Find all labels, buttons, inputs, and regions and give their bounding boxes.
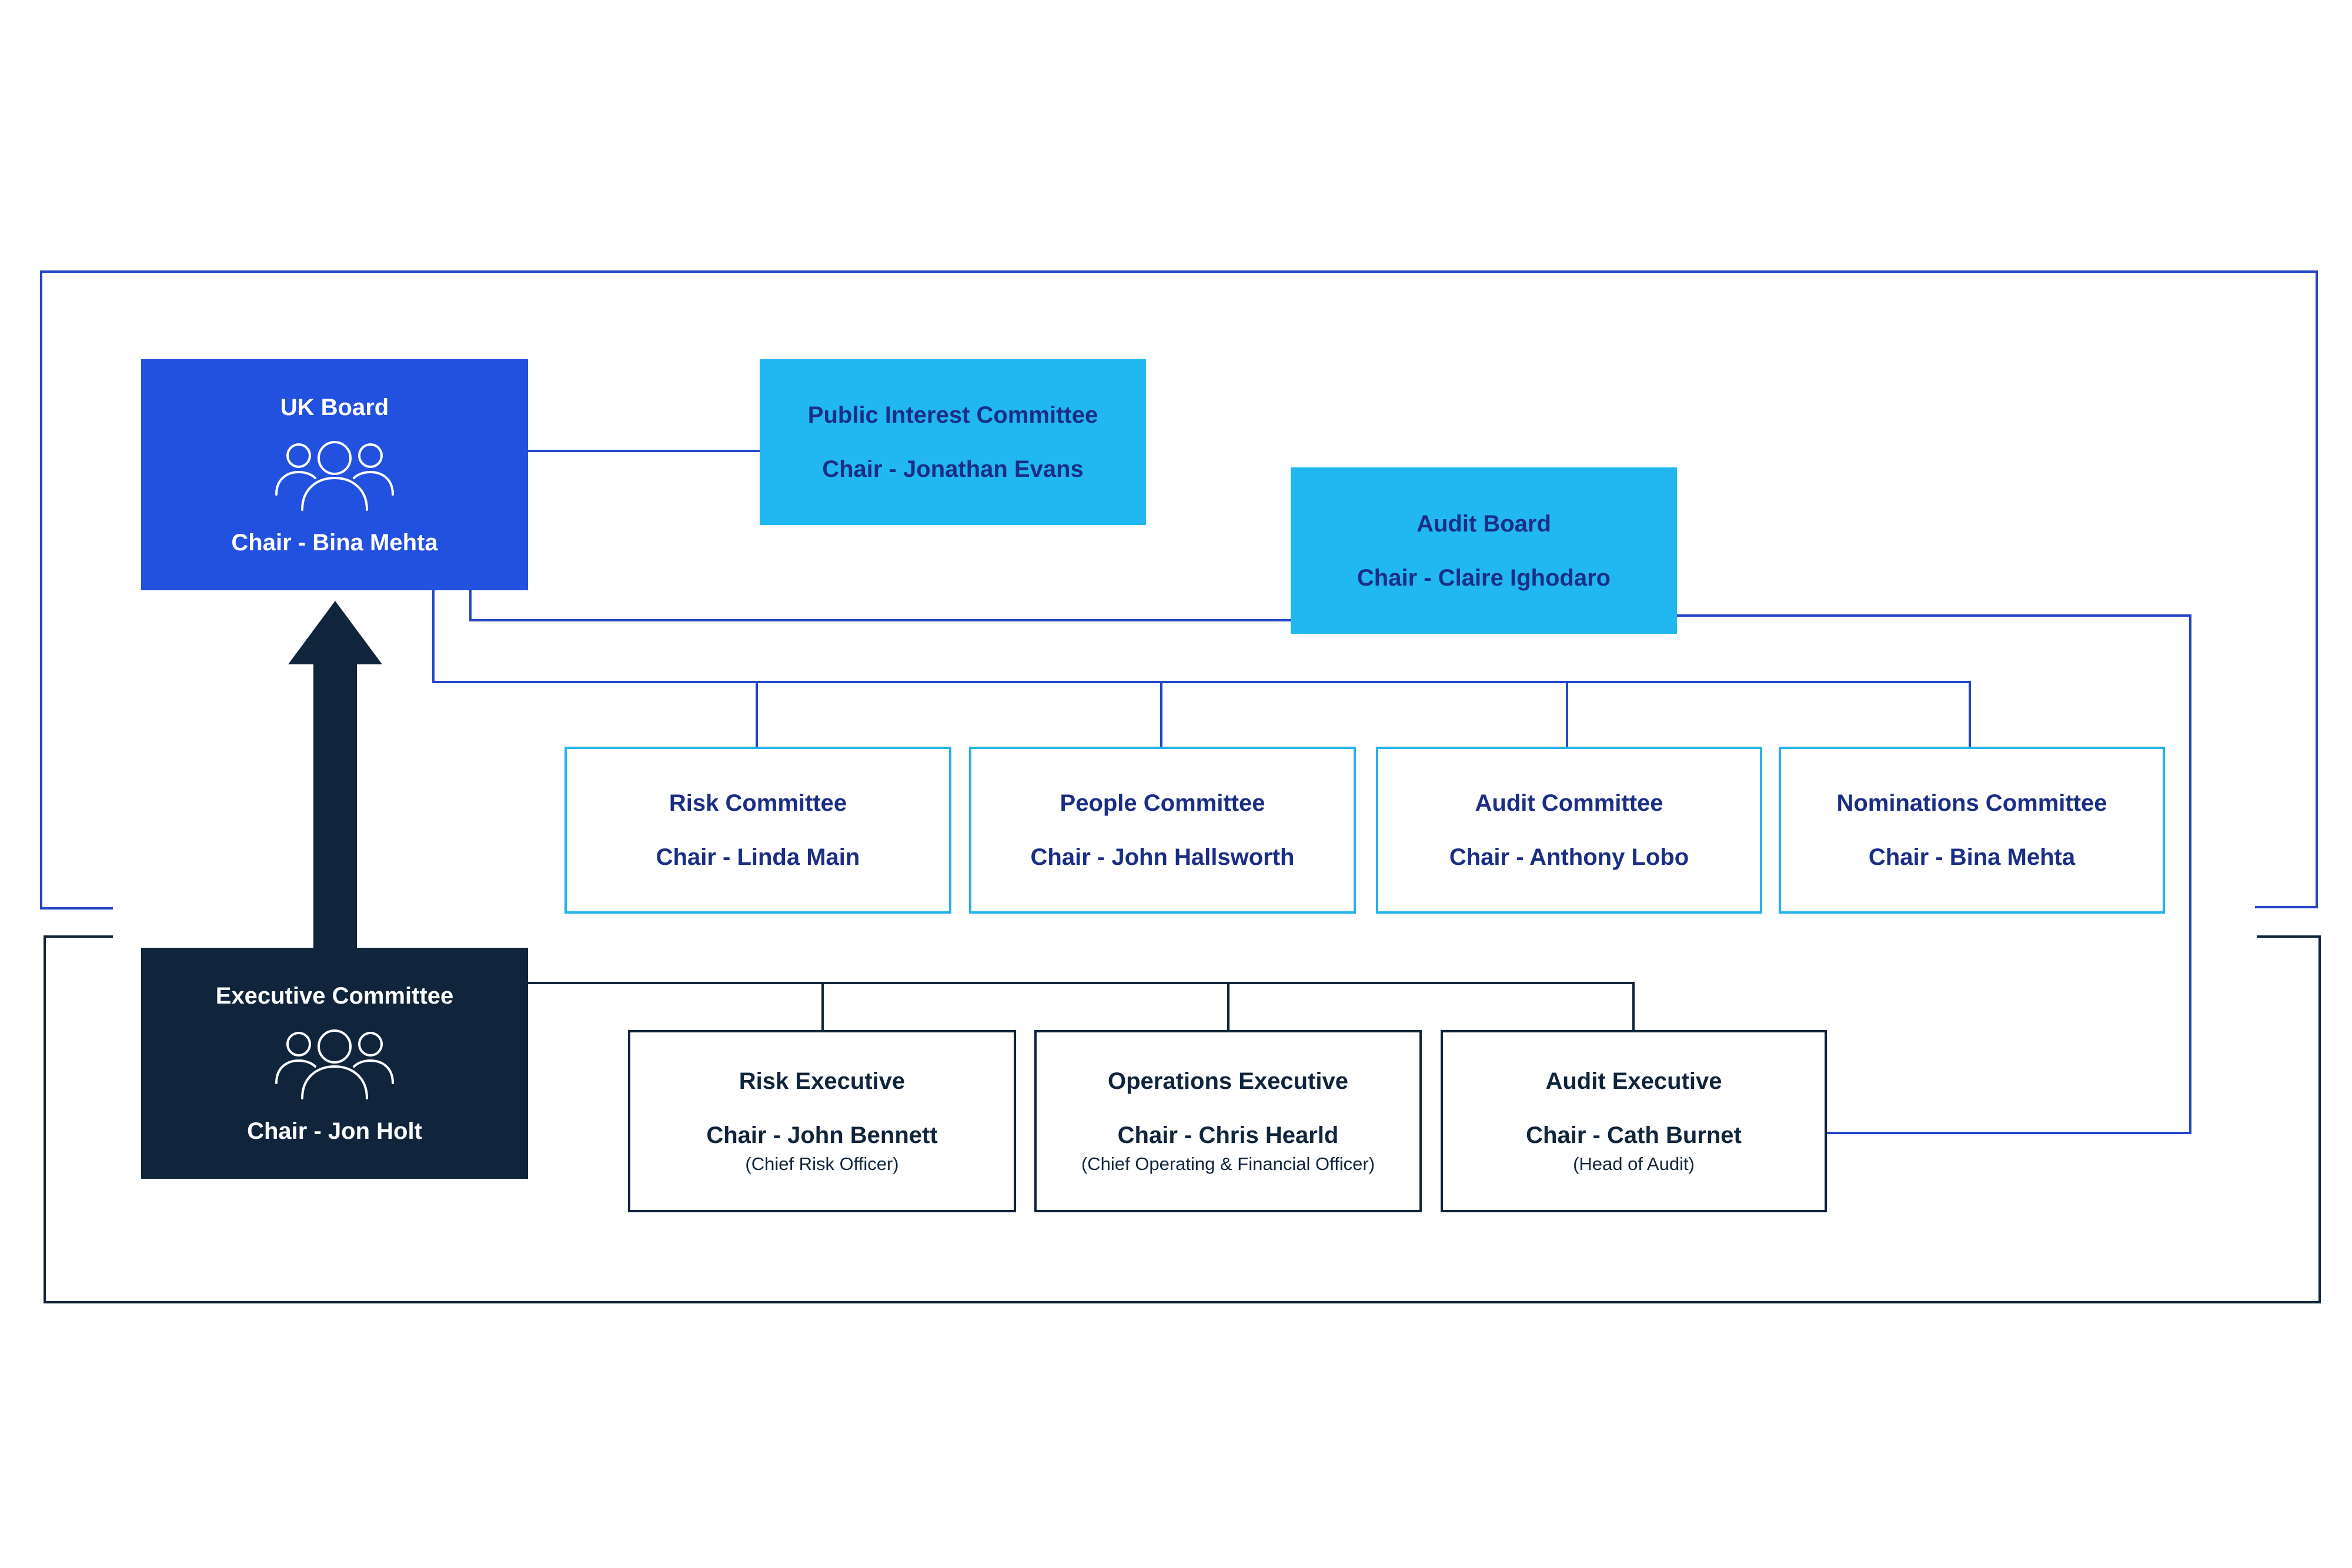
connector-board-auditboard xyxy=(469,590,1291,621)
executive-title: Audit Executive xyxy=(1545,1068,1722,1095)
uk-board-chair: Chair - Bina Mehta xyxy=(231,529,438,556)
operations-executive-box: Operations Executive Chair - Chris Hearl… xyxy=(1034,1030,1422,1212)
executive-title: Risk Executive xyxy=(739,1068,906,1095)
uk-board-title: UK Board xyxy=(280,394,389,420)
executive-chair: Chair - Cath Burnet xyxy=(1526,1122,1742,1149)
risk-executive-box: Risk Executive Chair - John Bennett (Chi… xyxy=(628,1030,1016,1212)
audit-executive-box: Audit Executive Chair - Cath Burnet (Hea… xyxy=(1441,1030,1827,1212)
committee-title: Audit Committee xyxy=(1475,790,1663,816)
people-group-icon xyxy=(273,437,396,513)
connector-exec-bus xyxy=(528,982,1635,1030)
committee-chair: Chair - Anthony Lobo xyxy=(1449,844,1689,870)
up-arrow-icon xyxy=(288,601,382,948)
audit-board-title: Audit Board xyxy=(1416,510,1551,537)
connector-committee-bus xyxy=(432,590,1971,747)
executive-role: (Chief Risk Officer) xyxy=(745,1154,899,1175)
audit-committee-box: Audit Committee Chair - Anthony Lobo xyxy=(1376,747,1762,914)
committee-title: People Committee xyxy=(1060,790,1265,816)
public-interest-chair: Chair - Jonathan Evans xyxy=(822,456,1084,482)
exec-frame xyxy=(44,935,2321,1303)
executive-committee-title: Executive Committee xyxy=(215,982,454,1009)
uk-board-box: UK Board Chair - Bina Mehta xyxy=(141,359,528,590)
executive-chair: Chair - John Bennett xyxy=(706,1122,938,1149)
risk-committee-box: Risk Committee Chair - Linda Main xyxy=(564,747,951,914)
executive-role: (Head of Audit) xyxy=(1573,1154,1695,1175)
audit-board-box: Audit Board Chair - Claire Ighodaro xyxy=(1291,467,1677,634)
committee-title: Risk Committee xyxy=(669,790,847,816)
nominations-committee-box: Nominations Committee Chair - Bina Mehta xyxy=(1779,747,2165,914)
committee-chair: Chair - Linda Main xyxy=(656,844,860,870)
connector-auditboard-auditexec xyxy=(1676,614,2191,1134)
audit-board-chair: Chair - Claire Ighodaro xyxy=(1357,564,1611,591)
committee-chair: Chair - John Hallsworth xyxy=(1030,844,1295,870)
people-group-icon xyxy=(273,1025,396,1102)
people-committee-box: People Committee Chair - John Hallsworth xyxy=(969,747,1356,914)
executive-role: (Chief Operating & Financial Officer) xyxy=(1081,1154,1375,1175)
executive-committee-box: Executive Committee Chair - Jon Holt xyxy=(141,948,528,1179)
committee-title: Nominations Committee xyxy=(1836,790,2107,816)
executive-committee-chair: Chair - Jon Holt xyxy=(247,1118,422,1144)
executive-chair: Chair - Chris Hearld xyxy=(1117,1122,1339,1149)
board-frame xyxy=(40,270,2318,910)
executive-title: Operations Executive xyxy=(1107,1068,1349,1095)
public-interest-committee-box: Public Interest Committee Chair - Jonath… xyxy=(760,359,1146,525)
public-interest-title: Public Interest Committee xyxy=(807,402,1098,428)
committee-chair: Chair - Bina Mehta xyxy=(1868,844,2076,870)
